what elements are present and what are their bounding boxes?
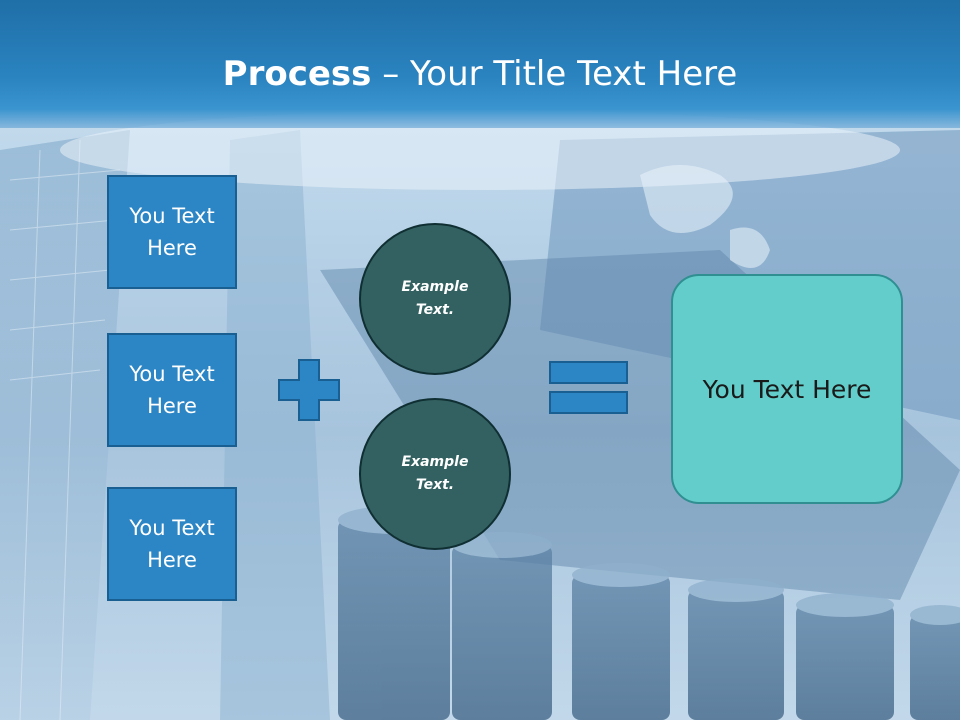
- title-bold: Process: [222, 54, 372, 94]
- plus-icon: [278, 359, 340, 421]
- equals-icon: [549, 361, 628, 414]
- example-circle-2[interactable]: Example Text.: [359, 398, 511, 550]
- text-box-3[interactable]: You Text Here: [107, 487, 237, 601]
- slide-title: Process – Your Title Text Here: [0, 50, 960, 98]
- title-bar: [0, 0, 960, 128]
- text-box-1[interactable]: You Text Here: [107, 175, 237, 289]
- result-box[interactable]: You Text Here: [671, 274, 903, 504]
- example-circle-1[interactable]: Example Text.: [359, 223, 511, 375]
- title-dash: –: [371, 54, 411, 94]
- text-box-2[interactable]: You Text Here: [107, 333, 237, 447]
- title-text: Your Title Text Here: [410, 54, 738, 94]
